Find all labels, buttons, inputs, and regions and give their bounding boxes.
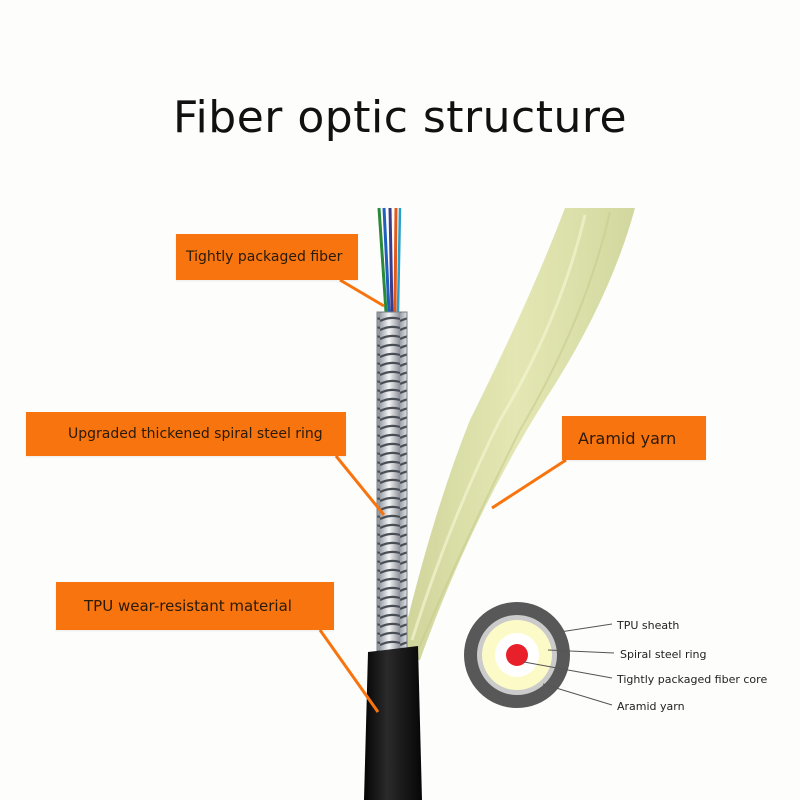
leader-line-spiral-ring (334, 455, 386, 516)
callout-aramid-text: Aramid yarn (578, 428, 677, 448)
cross-label-aramid: Aramid yarn (617, 700, 685, 713)
callout-aramid: Aramid yarn (562, 416, 706, 460)
callout-tpu: TPU wear-resistant material (56, 582, 334, 630)
cross-label-sheath: TPU sheath (617, 619, 680, 632)
spiral-steel-ring (377, 312, 407, 662)
leader-line-tpu (318, 629, 380, 713)
tpu-jacket (364, 646, 422, 800)
callout-tpu-text: TPU wear-resistant material (84, 597, 292, 615)
callout-tight-fiber-text: Tightly packaged fiber (186, 249, 343, 265)
cross-section-diagram (464, 602, 615, 708)
colored-fibers (377, 207, 402, 313)
aramid-yarn-highlight (410, 214, 587, 641)
leader-line-tight-fiber (339, 278, 385, 308)
leader-line-aramid (491, 458, 567, 510)
callout-spiral-ring: Upgraded thickened spiral steel ring (26, 412, 346, 456)
page-title: Fiber optic structure (172, 92, 628, 143)
cross-label-core: Tightly packaged fiber core (617, 673, 768, 686)
callout-tight-fiber: Tightly packaged fiber (176, 234, 358, 280)
callout-spiral-ring-text: Upgraded thickened spiral steel ring (68, 426, 323, 442)
cross-section-core (506, 644, 528, 666)
cross-label-ring: Spiral steel ring (620, 648, 707, 661)
